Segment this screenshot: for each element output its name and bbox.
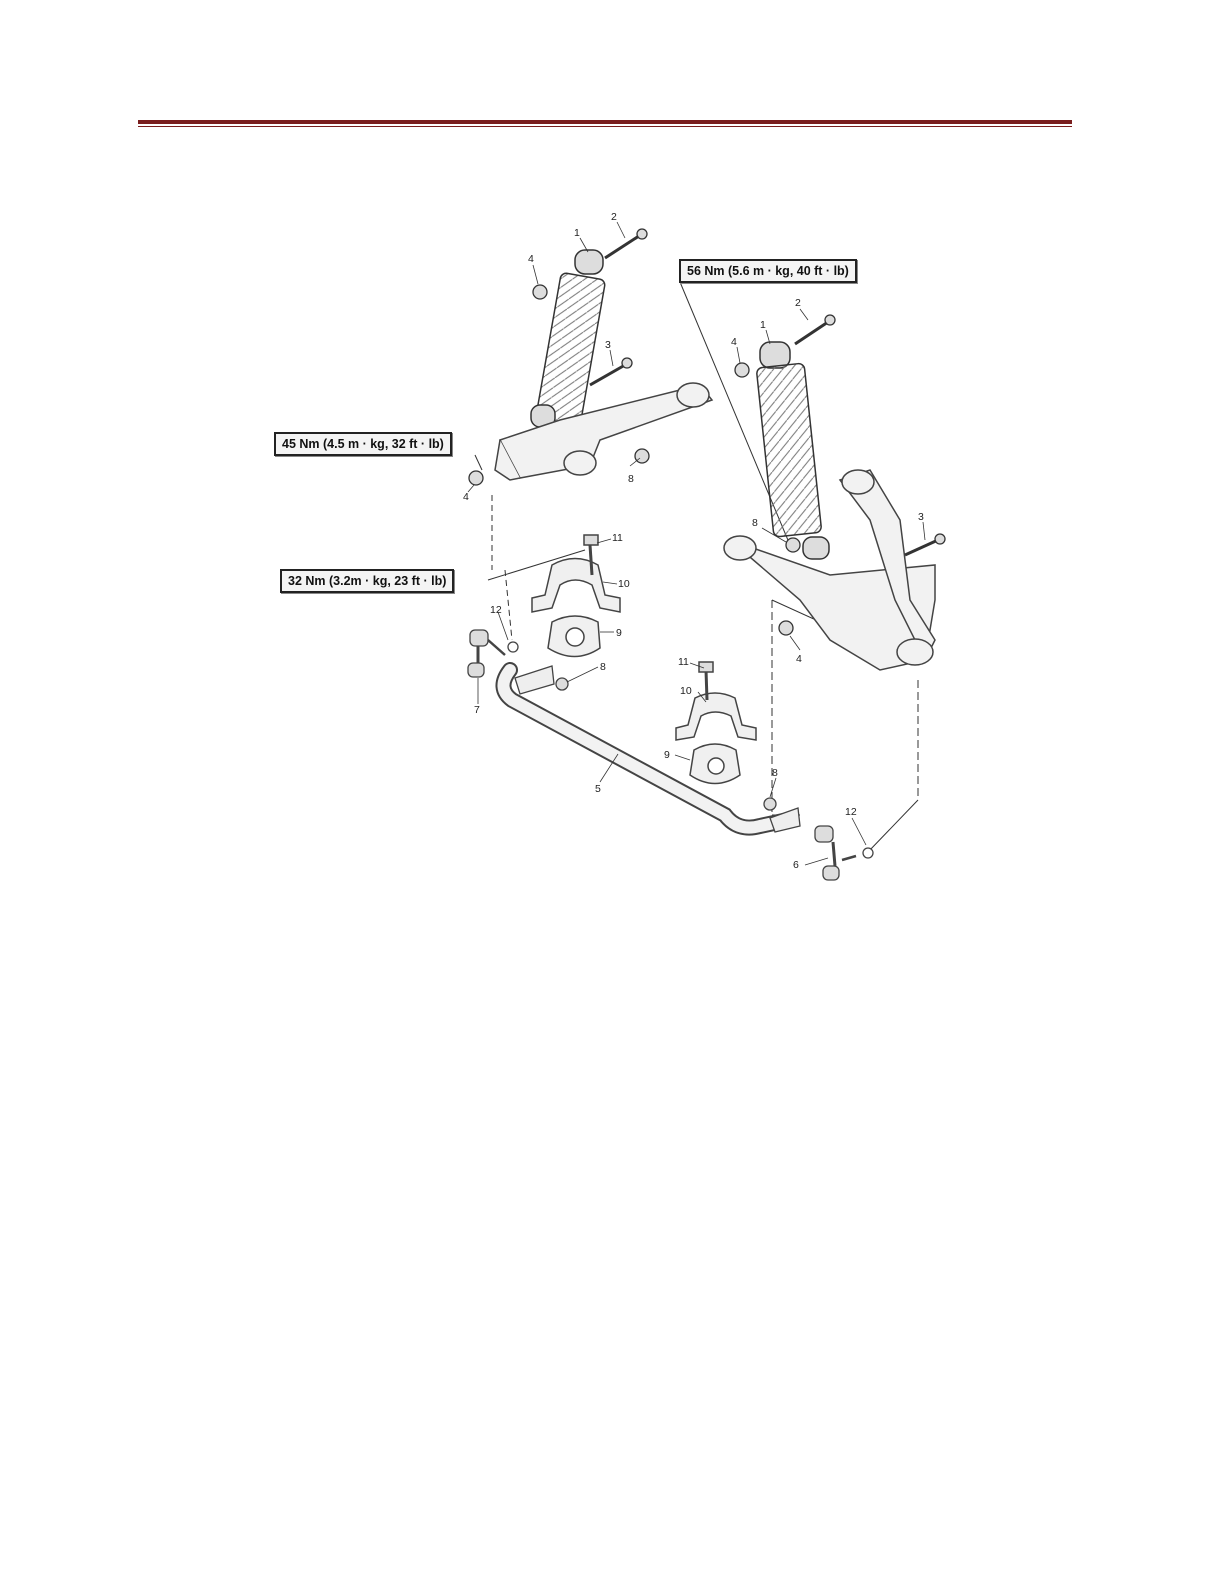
callout-11-right: 11 <box>678 656 689 668</box>
callout-8-bar-left: 8 <box>600 661 606 673</box>
left-a-arm <box>495 383 712 480</box>
callout-3-right: 3 <box>918 511 924 523</box>
nut-icon <box>779 621 793 635</box>
right-shock-absorber <box>756 342 829 559</box>
left-shock-top-eye <box>575 250 603 274</box>
bolt-icon <box>935 534 945 544</box>
callout-8-left: 8 <box>628 473 634 485</box>
callout-2-right: 2 <box>795 297 801 309</box>
callout-1-right: 1 <box>760 319 766 331</box>
right-a-arm <box>724 470 935 670</box>
right-bushing-and-bracket <box>676 662 756 784</box>
callout-7: 7 <box>474 704 480 716</box>
callout-4-right-top: 4 <box>731 336 737 348</box>
callout-3-left: 3 <box>605 339 611 351</box>
callout-5: 5 <box>595 783 601 795</box>
torque-spec-32nm: 32 Nm (3.2m · kg, 23 ft · lb) <box>280 569 454 593</box>
callout-12-right: 12 <box>845 806 857 818</box>
torque-spec-45nm: 45 Nm (4.5 m · kg, 32 ft · lb) <box>274 432 452 456</box>
right-shock-top-eye <box>760 342 790 368</box>
callout-10-right: 10 <box>680 685 692 697</box>
callout-6: 6 <box>793 859 799 871</box>
callout-11-left: 11 <box>612 532 623 544</box>
callout-9-right: 9 <box>664 749 670 761</box>
callout-9-left: 9 <box>616 627 622 639</box>
right-shock-bottom-eye <box>803 537 829 559</box>
right-shock-coil-spring <box>756 363 822 537</box>
callout-10-left: 10 <box>618 578 630 590</box>
nut-icon <box>469 471 483 485</box>
torque-spec-56nm: 56 Nm (5.6 m · kg, 40 ft · lb) <box>679 259 857 283</box>
callout-1-left: 1 <box>574 227 580 239</box>
stabilizer-bar <box>503 666 800 832</box>
callout-12-left: 12 <box>490 604 502 616</box>
nut-icon <box>533 285 547 299</box>
bolt-icon <box>637 229 647 239</box>
callout-4-left-top: 4 <box>528 253 534 265</box>
callout-2-left: 2 <box>611 211 617 223</box>
nut-icon <box>786 538 800 552</box>
callout-4-left-bottom: 4 <box>463 491 469 503</box>
bolt-icon <box>825 315 835 325</box>
left-shock-absorber <box>531 250 606 428</box>
callout-4-right-bottom: 4 <box>796 653 802 665</box>
callout-8-right: 8 <box>752 517 758 529</box>
nut-icon <box>635 449 649 463</box>
nut-icon <box>735 363 749 377</box>
bolt-icon <box>622 358 632 368</box>
callout-8-bar-right: 8 <box>772 767 778 779</box>
